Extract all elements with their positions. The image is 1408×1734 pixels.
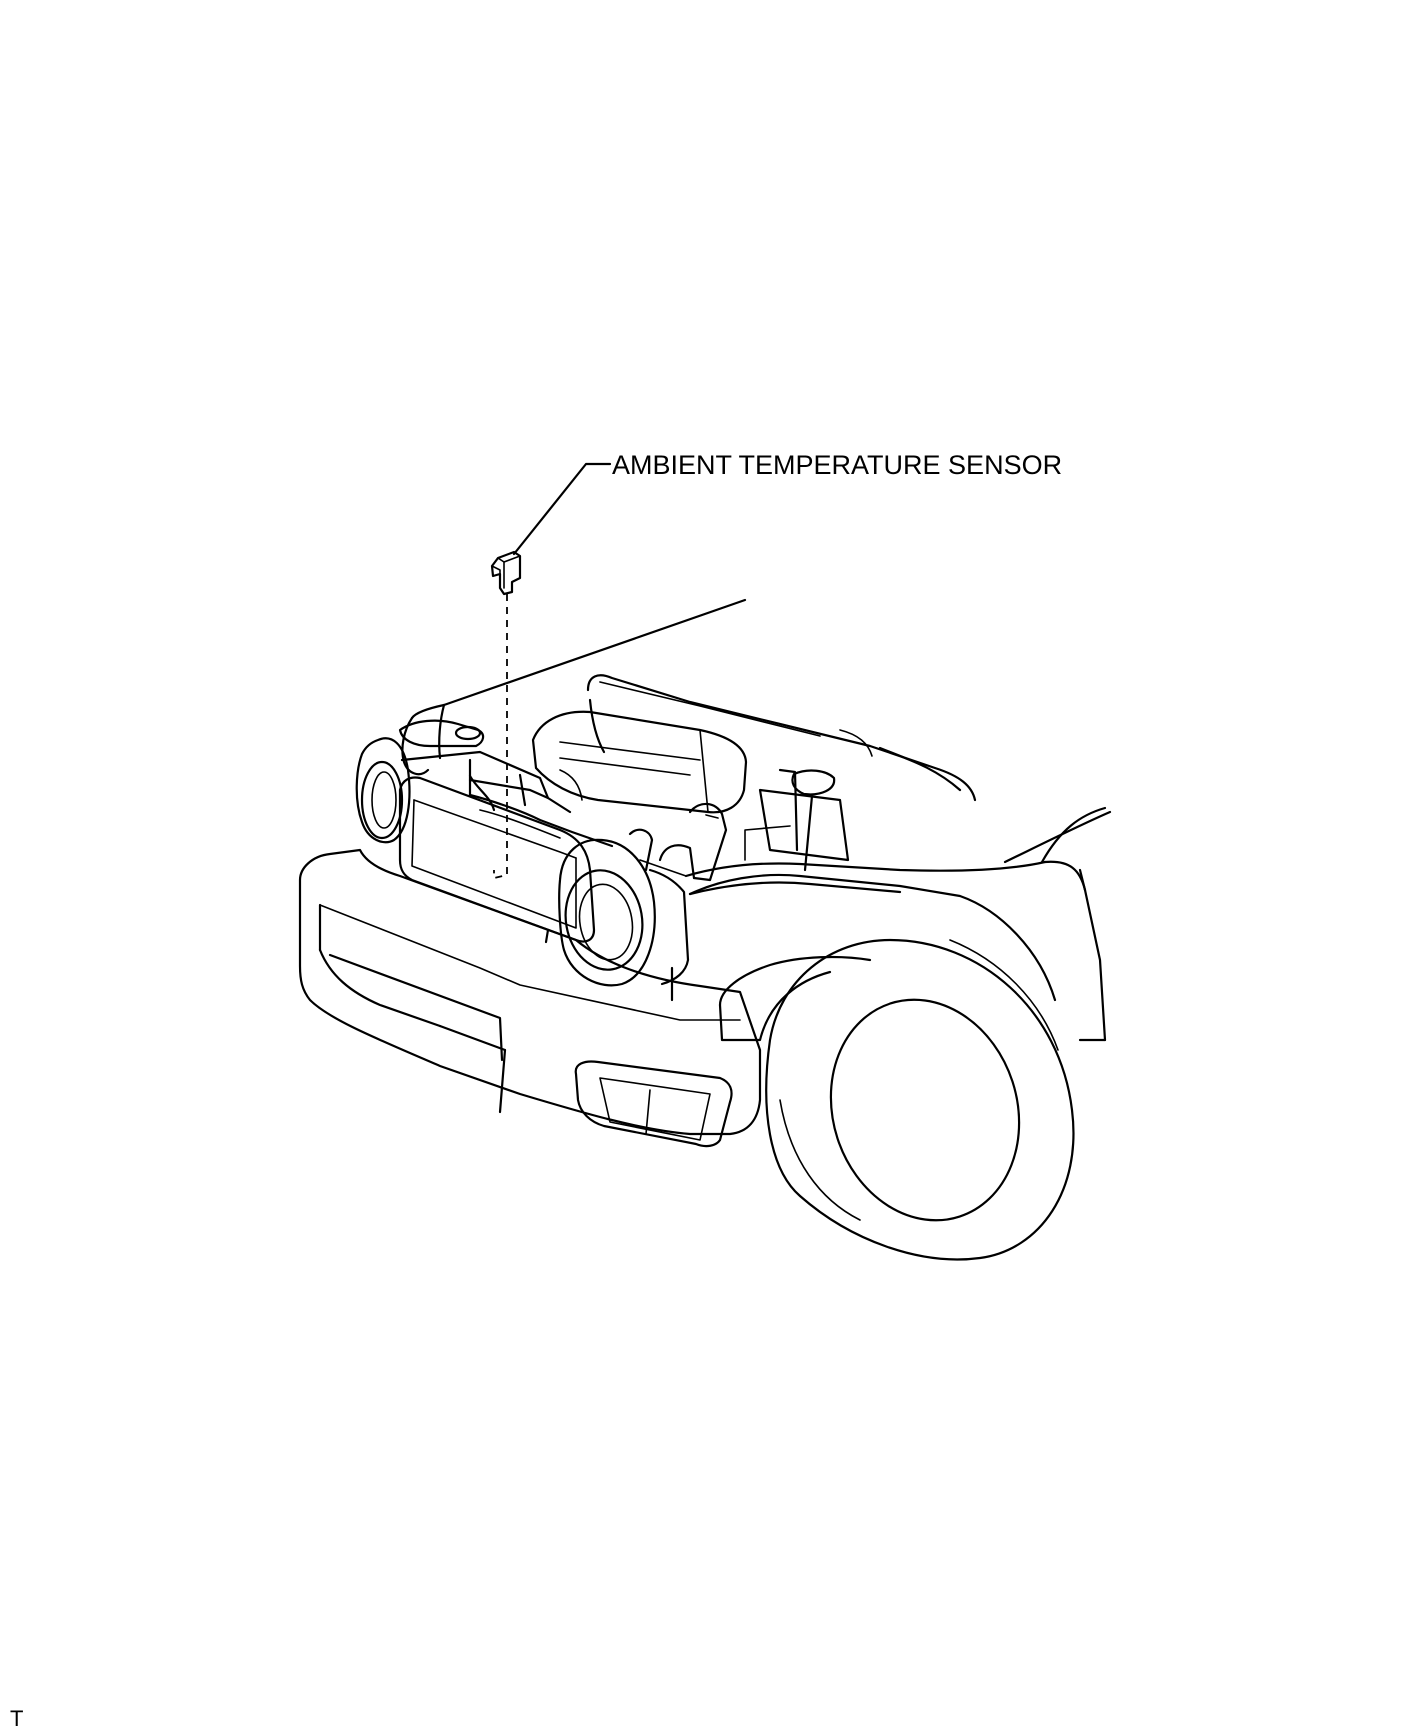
corner-mark: T [10,1706,23,1731]
front-grille [398,776,596,944]
front-tire [765,938,1075,1261]
hood [410,598,747,720]
left-headlight [355,737,411,844]
sensor-leader-line [512,462,612,556]
right-headlight [558,838,690,1002]
ambient-temperature-sensor-part [490,550,522,596]
install-position-dashed-line [493,594,508,880]
front-bumper [298,848,762,1148]
right-fender [684,806,1112,1042]
engine-bay [398,674,977,882]
ambient-temperature-sensor-label: AMBIENT TEMPERATURE SENSOR [612,450,1062,480]
